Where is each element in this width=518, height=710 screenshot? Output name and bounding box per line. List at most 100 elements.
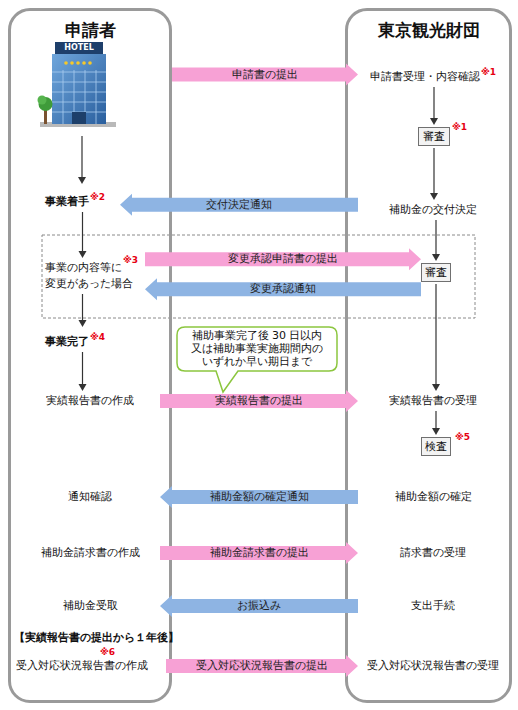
period-note: 【実績報告書の提出から１年後】	[14, 630, 179, 645]
block-arrow	[145, 248, 421, 270]
block-arrow	[166, 655, 358, 677]
flow-arrow	[145, 278, 421, 300]
arrow-label: 受入対応状況報告書の提出	[166, 658, 358, 674]
arrow-head	[79, 251, 87, 258]
arrow-head	[432, 384, 440, 391]
callout-number: ※2	[90, 192, 105, 202]
arrow-label: 変更承認申請書の提出	[145, 251, 421, 267]
step-text-node: 事業の内容等に 変更があった場合※3	[45, 260, 145, 292]
step-text-node: 事業完了※4	[45, 329, 120, 350]
flow-arrow	[79, 212, 87, 258]
process-box: 検査※5	[421, 437, 451, 456]
box-text: 審査	[425, 266, 447, 279]
callout-number: ※5	[455, 432, 470, 442]
callout-number: ※3	[123, 255, 138, 265]
step-text: 補助金請求書の作成	[41, 546, 140, 559]
flow-line	[435, 220, 436, 255]
step-text-node: 通知確認	[20, 489, 160, 505]
flow-line	[82, 352, 83, 385]
step-text-node: 申請書受理・内容確認※1	[358, 64, 508, 85]
step-text-node: 補助金請求書の作成	[20, 545, 160, 561]
flow-arrow	[160, 542, 358, 564]
step-text-node: 支出手続	[358, 598, 508, 614]
process-box: 審査	[421, 263, 451, 282]
flow-arrow	[79, 294, 87, 327]
note-text: 補助事業完了後 30 日以内 又は補助事業実施期間内の いずれか早い期日まで	[187, 329, 327, 368]
flow-arrow	[160, 390, 358, 412]
block-arrow	[145, 278, 421, 300]
step-text: 事業完了	[45, 335, 89, 348]
flow-arrow	[160, 486, 358, 508]
step-text-node: 実績報告書の受理	[358, 393, 508, 409]
arrow-head	[79, 384, 87, 391]
swimlane-panel: 東京観光財団申請書受理・内容確認※1審査※1補助金の交付決定審査実績報告書の受理…	[345, 8, 512, 703]
swimlane-panel: 申請者事業着手※2事業の内容等に 変更があった場合※3事業完了※4実績報告書の作…	[8, 8, 172, 703]
flow-arrow	[432, 411, 440, 435]
arrow-label: 実績報告書の提出	[160, 393, 358, 409]
step-text: 事業の内容等に 変更があった場合	[45, 261, 133, 290]
block-arrow	[172, 64, 358, 86]
arrow-label: お振込み	[160, 598, 358, 614]
callout-text-box: 補助事業完了後 30 日以内 又は補助事業実施期間内の いずれか早い期日まで	[176, 329, 338, 368]
start-arrow	[78, 136, 86, 184]
arrow-label: 補助金請求書の提出	[160, 545, 358, 561]
callout-number: ※1	[452, 122, 467, 132]
arrow-label: 交付決定通知	[120, 197, 358, 213]
flow-arrow	[120, 194, 358, 216]
step-text: 補助金受取	[63, 599, 118, 612]
flow-arrow	[79, 352, 87, 391]
arrow-head	[430, 118, 438, 125]
step-text: 補助金額の確定	[395, 490, 472, 503]
flow-arrow	[145, 248, 421, 270]
process-box: 審査※1	[418, 127, 450, 146]
box-text: 審査	[423, 130, 445, 143]
flow-line	[82, 294, 83, 321]
step-text: 事業着手	[45, 195, 89, 208]
step-text: 請求書の受理	[400, 546, 466, 559]
callout-number: ※6	[100, 647, 115, 657]
arrow-head	[79, 320, 87, 327]
block-arrow	[120, 194, 358, 216]
step-text: 支出手続	[411, 599, 455, 612]
flow-arrow	[432, 284, 440, 391]
step-text-node: 補助金受取	[20, 598, 160, 614]
step-text-node: 補助金額の確定	[358, 489, 508, 505]
arrow-head	[430, 193, 438, 200]
block-arrow	[160, 390, 358, 412]
callout-shape	[177, 327, 337, 392]
change-region	[42, 235, 475, 318]
step-text: 受入対応状況報告書の作成	[16, 659, 148, 672]
arrow-label: 申請書の提出	[172, 67, 358, 83]
step-text-node: 補助金の交付決定	[358, 202, 508, 218]
step-text: 申請書受理・内容確認	[370, 70, 480, 83]
arrow-label: 変更承認通知	[145, 281, 421, 297]
block-arrow	[160, 542, 358, 564]
arrow-head	[432, 254, 440, 261]
step-text-node: 事業着手※2	[45, 189, 120, 210]
flow-arrow	[166, 655, 358, 677]
sign-text: HOTEL	[55, 42, 103, 54]
lane-title: 東京観光財団	[348, 19, 509, 41]
block-arrow	[160, 595, 358, 617]
step-text-node: 受入対応状況報告書の受理	[358, 658, 508, 674]
step-text-node: 実績報告書の作成	[20, 393, 160, 409]
step-text: 受入対応状況報告書の受理	[367, 659, 499, 672]
arrow-head	[432, 428, 440, 435]
flow-line	[435, 411, 436, 429]
step-text-node: 受入対応状況報告書の作成※6	[16, 658, 166, 674]
flow-arrow	[172, 64, 358, 86]
step-text: 実績報告書の作成	[46, 394, 134, 407]
callout-number: ※1	[481, 67, 496, 77]
flow-line	[82, 212, 83, 252]
arrow-label: 補助金額の確定通知	[160, 489, 358, 505]
step-text-node: 請求書の受理	[358, 545, 508, 561]
step-text: 通知確認	[68, 490, 112, 503]
flow-line	[433, 148, 434, 194]
callout-bubble: 補助事業完了後 30 日以内 又は補助事業実施期間内の いずれか早い期日まで	[176, 326, 338, 372]
flow-arrow	[430, 87, 438, 125]
hotel-illustration	[38, 42, 117, 127]
step-text: 補助金の交付決定	[389, 203, 477, 216]
